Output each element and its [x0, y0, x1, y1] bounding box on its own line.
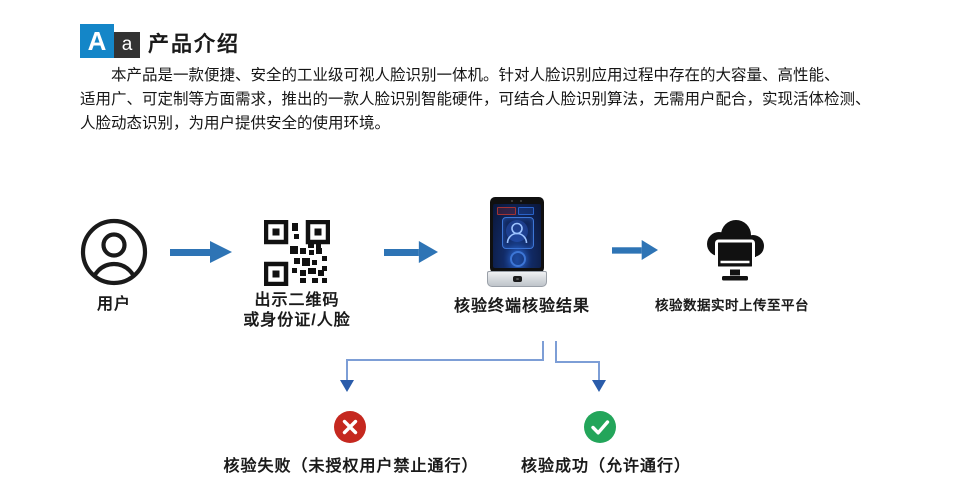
outcome-label-fail: 核验失败（未授权用户禁止通行） [223, 458, 479, 475]
step-label-terminal: 核验终端核验结果 [453, 298, 590, 315]
terminal-body [490, 197, 544, 273]
font-badge-large-icon: A [80, 24, 114, 58]
font-badge-small-icon: a [114, 32, 140, 58]
terminal-base [487, 271, 547, 287]
badge-letter-a: a [121, 34, 133, 55]
badge-letter-A: A [87, 26, 107, 56]
face-scan-frame [502, 217, 534, 249]
intro-paragraph: 本产品是一款便捷、安全的工业级可视人脸识别一体机。针对人脸识别应用过程中存在的大… [80, 64, 898, 136]
terminal-camera-icon [513, 276, 522, 282]
arrow-right-icon [612, 240, 658, 260]
check-circle-icon [584, 411, 616, 443]
step-label-present: 出示二维码 或身份证/人脸 [222, 291, 372, 331]
present-line-1: 出示二维码 [254, 292, 340, 309]
branch-connector [340, 341, 606, 392]
arrow-right-icon [170, 241, 232, 263]
page-title: 产品介绍 [148, 33, 240, 56]
cloud-monitor-upload-icon [707, 220, 764, 281]
present-line-2: 或身份证/人脸 [243, 312, 351, 329]
step-label-upload: 核验数据实时上传至平台 [655, 298, 809, 313]
intro-line-3: 人脸动态识别，为用户提供安全的使用环境。 [80, 115, 391, 132]
face-verification-terminal [487, 197, 547, 289]
arrow-down-icon [592, 380, 606, 392]
face-scan-graphic [506, 220, 528, 244]
qr-code-icon [264, 220, 330, 286]
terminal-sensor-dot [511, 200, 513, 202]
x-circle-icon [334, 411, 366, 443]
terminal-sensor-dot [520, 200, 522, 202]
step-label-user: 用户 [96, 296, 131, 313]
arrow-down-icon [340, 380, 354, 392]
intro-line-2: 适用广、可定制等方面需求，推出的一款人脸识别智能硬件，可结合人脸识别算法，无需用… [80, 91, 871, 108]
arrow-right-icon [384, 241, 438, 263]
screen-action-ring [510, 251, 526, 267]
user-circle-icon [80, 218, 148, 286]
terminal-screen [493, 204, 541, 268]
screen-chip-left [497, 207, 516, 215]
intro-line-1: 本产品是一款便捷、安全的工业级可视人脸识别一体机。针对人脸识别应用过程中存在的大… [111, 67, 840, 84]
outcome-label-success: 核验成功（允许通行） [520, 458, 691, 475]
screen-chip-right [518, 207, 534, 215]
